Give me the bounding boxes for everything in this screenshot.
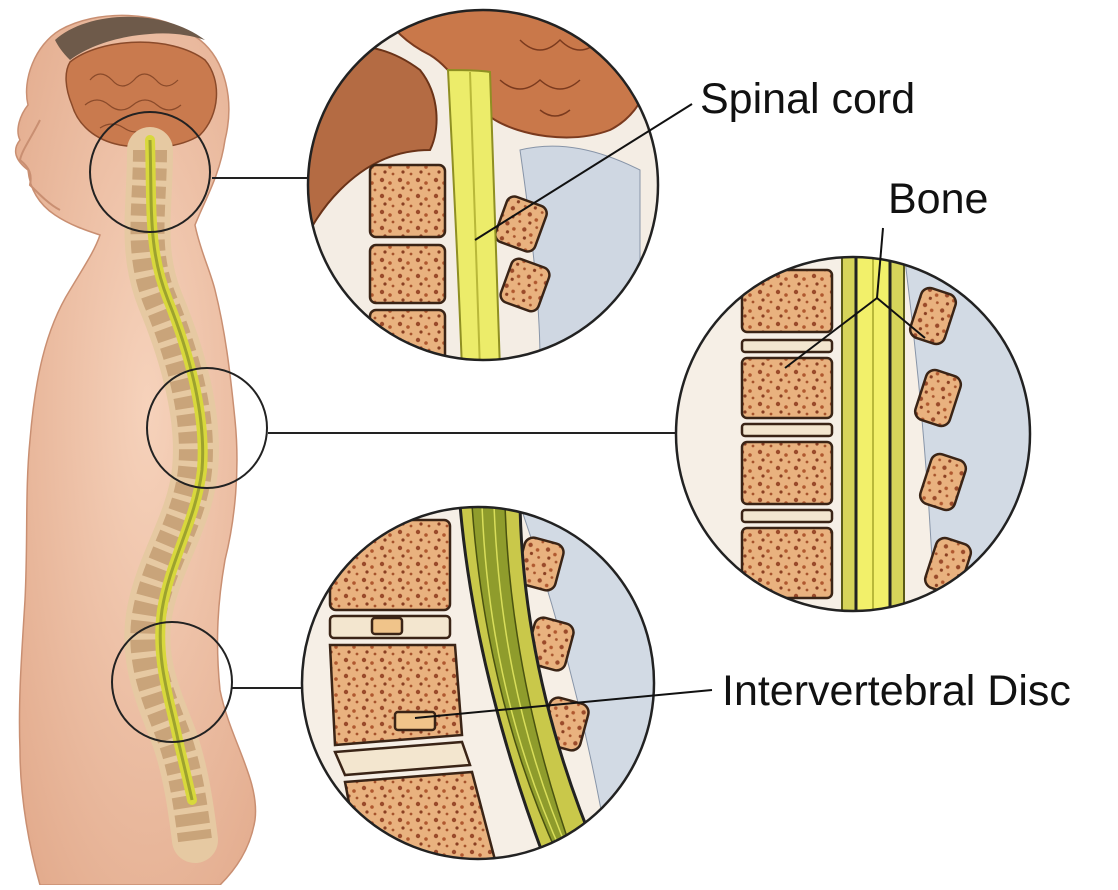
zoom-circle-cervical [300, 0, 670, 370]
zoom-circle-thoracic [670, 250, 1040, 620]
label-bone: Bone [888, 178, 988, 221]
body-figure [16, 15, 256, 885]
label-intervertebral-disc: Intervertebral Disc [722, 670, 1071, 713]
label-spinal-cord: Spinal cord [700, 78, 915, 121]
